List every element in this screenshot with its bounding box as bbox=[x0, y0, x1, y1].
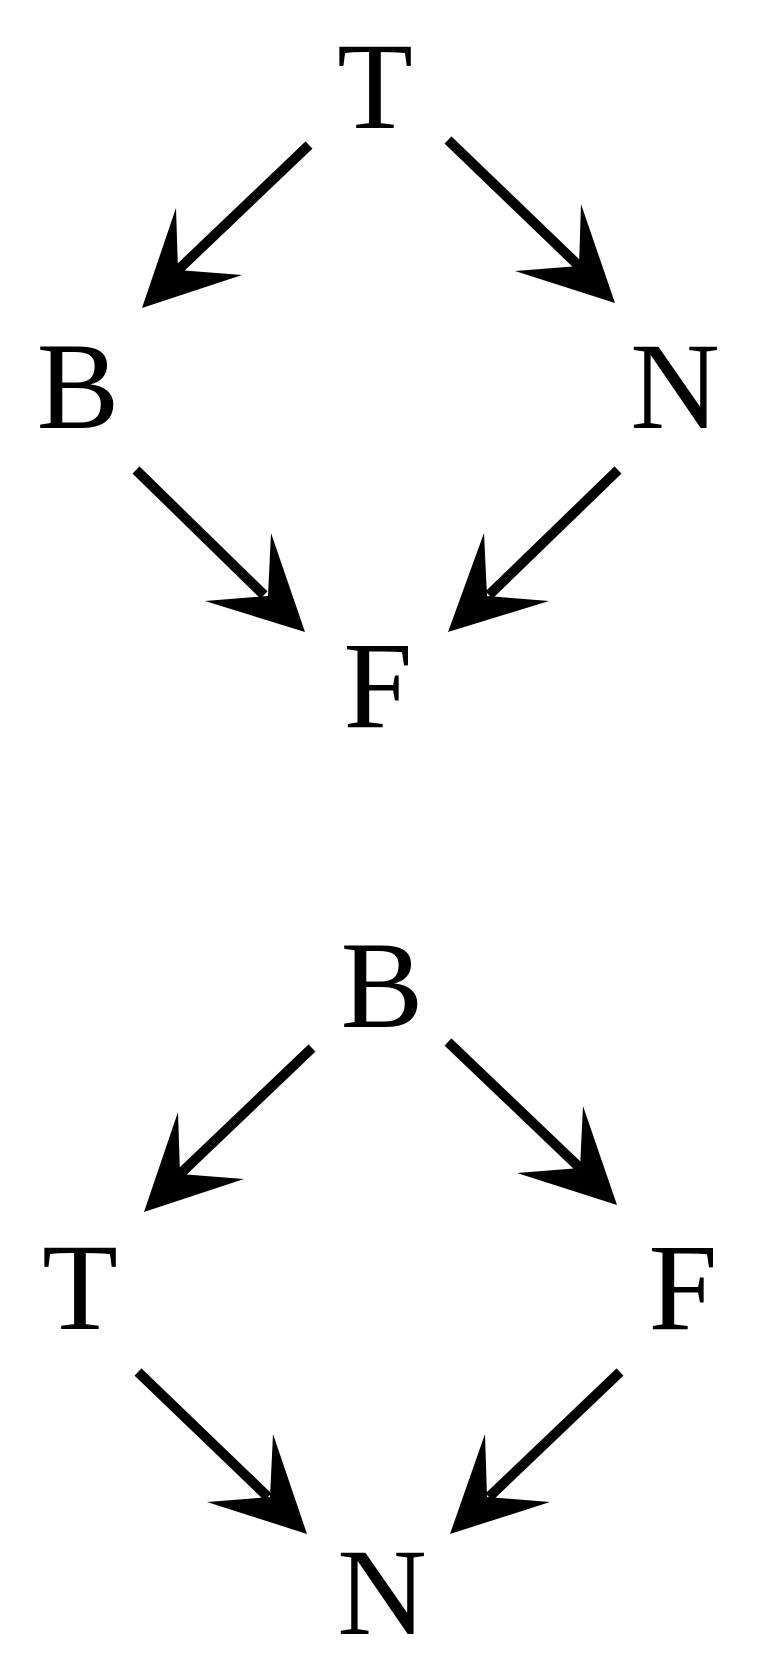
arrow-head bbox=[205, 533, 305, 632]
arrow-head bbox=[142, 208, 242, 308]
diagram-1-edge-right-to-bottom bbox=[448, 466, 622, 632]
arrow-head bbox=[207, 1434, 307, 1534]
arrow-head bbox=[450, 1434, 550, 1534]
arrow-head bbox=[448, 533, 549, 632]
diagram-1-edge-top-to-left bbox=[142, 141, 313, 308]
diagram-2-edge-right-to-bottom bbox=[450, 1368, 624, 1534]
edge-line bbox=[444, 1038, 584, 1172]
diagram-1-node-bottom: F bbox=[344, 617, 413, 754]
arrow-head bbox=[144, 1112, 244, 1212]
edge-line bbox=[174, 141, 313, 274]
diagram-1-edge-left-to-bottom bbox=[132, 466, 305, 632]
edge-line bbox=[176, 1044, 316, 1178]
diagram-1: T B N F bbox=[37, 18, 720, 754]
edge-line bbox=[132, 466, 268, 599]
arrow-head bbox=[515, 204, 615, 303]
arrow-head bbox=[517, 1106, 617, 1205]
diagram-2-node-bottom: N bbox=[337, 1524, 427, 1661]
edge-line bbox=[485, 1368, 624, 1501]
diagram-1-node-left: B bbox=[37, 318, 120, 455]
edge-line bbox=[134, 1368, 272, 1501]
diagram-2-edge-top-to-left bbox=[144, 1044, 316, 1212]
diagram-2-node-left: T bbox=[42, 1219, 118, 1356]
diagram-2: B T F N bbox=[42, 917, 717, 1661]
diagram-2-node-top: B bbox=[341, 917, 424, 1054]
diagram-1-edge-top-to-right bbox=[444, 136, 615, 303]
diagram-2-node-right: F bbox=[649, 1219, 718, 1356]
diagram-2-edge-left-to-bottom bbox=[134, 1368, 307, 1534]
edge-line bbox=[485, 466, 622, 599]
diagram-1-node-top: T bbox=[337, 18, 413, 155]
edge-line bbox=[444, 136, 583, 270]
diagram-2-edge-top-to-right bbox=[444, 1038, 617, 1205]
diagram-1-node-right: N bbox=[630, 318, 720, 455]
